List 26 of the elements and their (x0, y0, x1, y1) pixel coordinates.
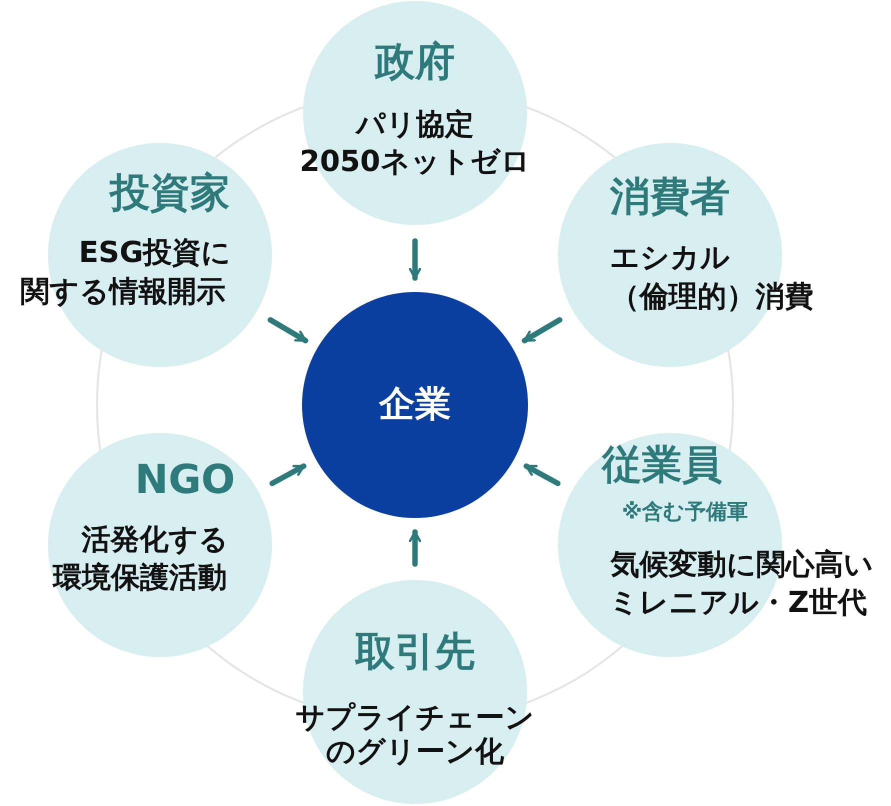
stakeholder-heading: 政府 (375, 40, 455, 84)
arrow (522, 317, 562, 344)
arrow (408, 529, 422, 567)
description-text: のグリーン化 (326, 736, 504, 768)
stakeholder-heading: 従業員 (602, 443, 722, 487)
description-text: ミレニアル・Z世代 (608, 587, 868, 619)
description-text: 関する情報開示 (20, 276, 226, 308)
description-text: 環境保護活動 (53, 562, 227, 594)
arrow (524, 463, 561, 486)
description-text: 気候変動に関心高い (610, 549, 874, 581)
center-label: 企業 (379, 385, 451, 425)
arrow (269, 463, 306, 486)
description-text: ESG投資に (78, 237, 232, 269)
arrow (408, 238, 422, 281)
description-text: 活発化する (82, 524, 228, 556)
description-text: 2050ネットゼロ (300, 146, 530, 178)
description-text: サプライチェーン (296, 702, 534, 734)
note-text: ※含む予備軍 (622, 500, 748, 524)
stakeholder-heading: 投資家 (110, 171, 230, 215)
description-text: （倫理的）消費 (610, 281, 814, 313)
stakeholder-heading: NGO (134, 458, 236, 502)
description-text: パリ協定 (356, 109, 474, 141)
arrow (268, 317, 308, 344)
stakeholder-heading: 消費者 (610, 175, 730, 219)
stakeholder-heading: 取引先 (355, 630, 475, 674)
description-text: エシカル (610, 242, 730, 274)
